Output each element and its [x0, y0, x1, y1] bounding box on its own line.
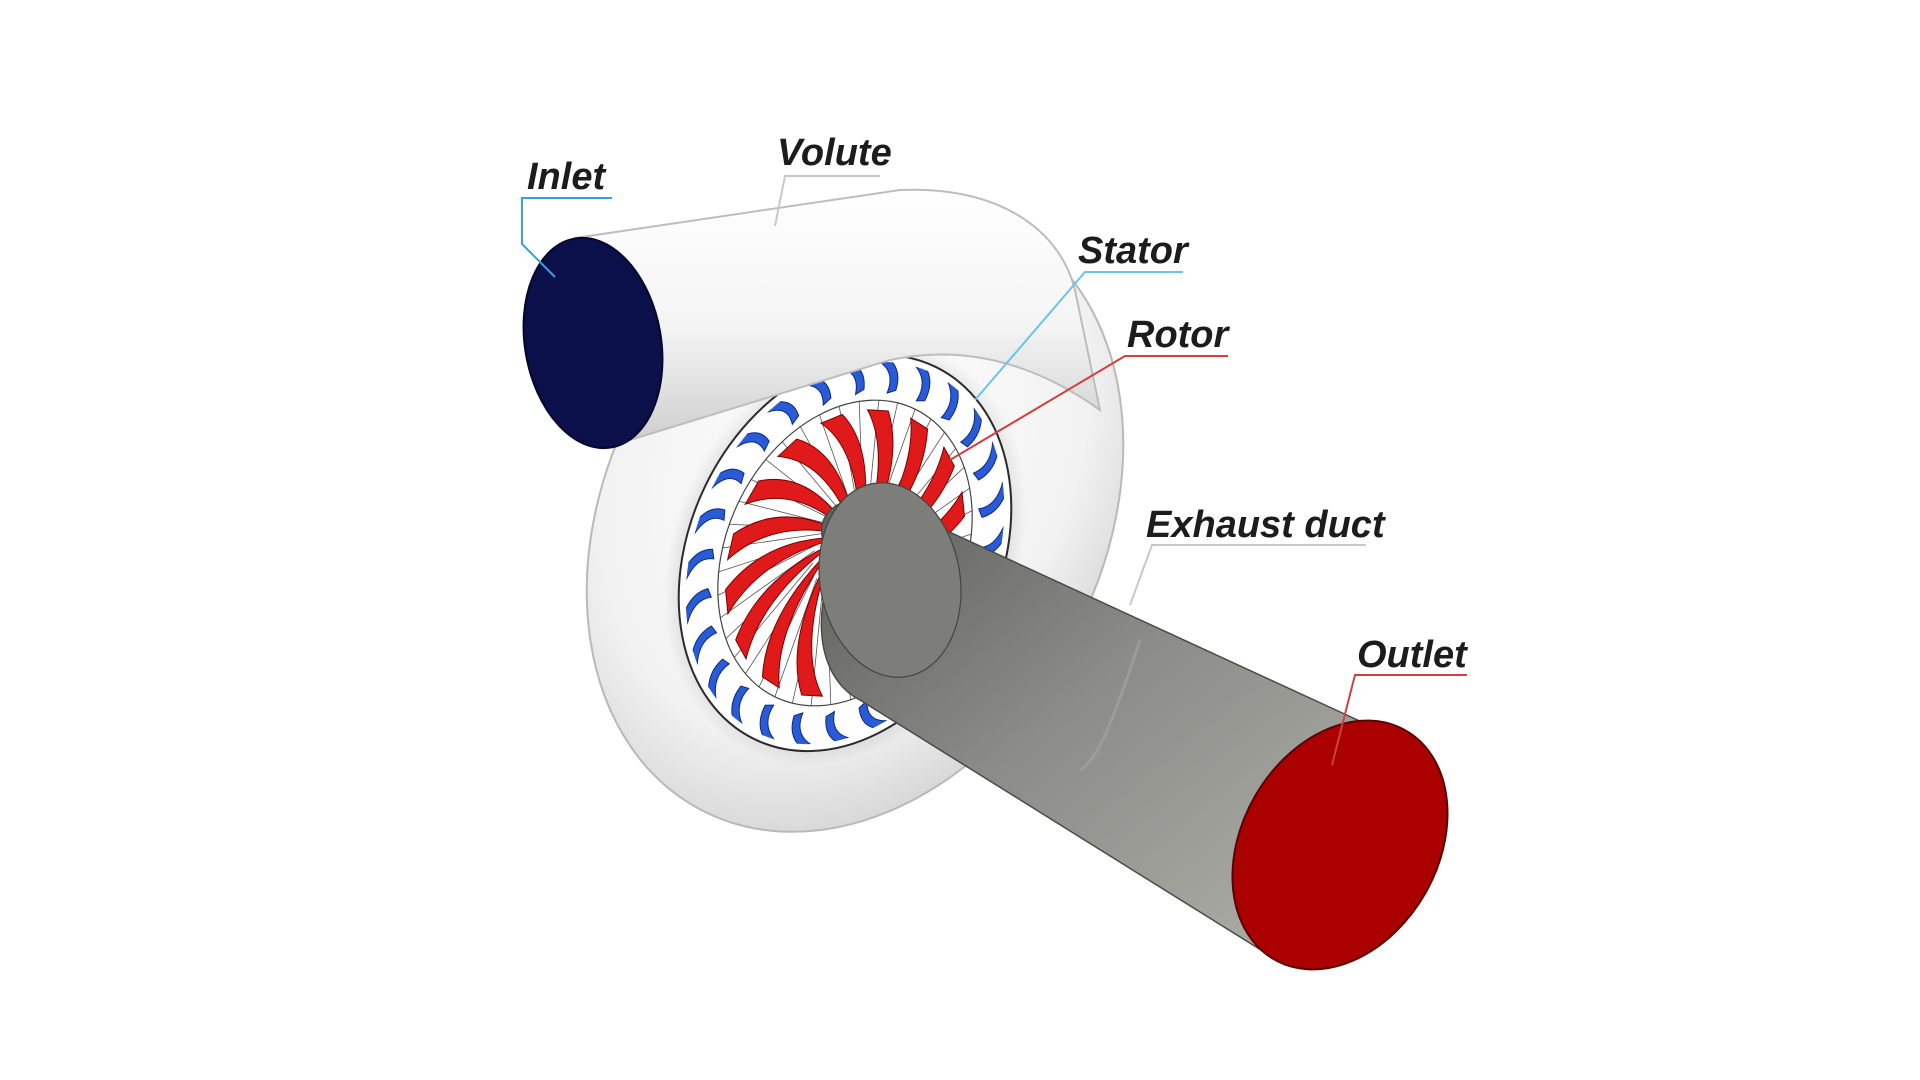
duct-front-rim: [818, 482, 962, 678]
stator-blade: [708, 658, 731, 699]
stator-blade: [878, 357, 899, 394]
leader-outlet: [1331, 674, 1467, 766]
stator-spoke: [774, 578, 818, 697]
stator-blade: [940, 381, 959, 421]
volute-label: Volute: [777, 132, 892, 174]
stator-label: Stator: [1078, 230, 1188, 272]
stator-blade: [825, 710, 850, 745]
outlet-label: Outlet: [1357, 634, 1467, 676]
stator-blade: [694, 508, 726, 535]
stator-blade: [759, 704, 775, 742]
inlet-face: [522, 236, 664, 450]
stator-blade: [731, 685, 750, 725]
outlet-face: [1231, 719, 1449, 971]
stator-blade: [972, 440, 1000, 481]
leader-inlet: [521, 197, 612, 278]
stator-blade: [711, 468, 745, 490]
leader-rotor: [949, 355, 1228, 461]
inlet-label: Inlet: [527, 156, 606, 198]
leader-stator: [974, 271, 1183, 401]
exhaust-duct-label: Exhaust duct: [1146, 504, 1385, 546]
stator-blade: [978, 480, 1008, 518]
stator-blade: [766, 401, 800, 426]
rotor-label: Rotor: [1127, 314, 1229, 356]
leader-volute: [774, 175, 880, 227]
inlet-pipe: [573, 188, 1102, 442]
stator-blade: [915, 364, 931, 402]
stator-blade: [858, 699, 888, 730]
stator-spoke: [738, 500, 831, 525]
stator-blade: [682, 588, 712, 626]
stator-blade: [683, 548, 715, 581]
stator-blade: [791, 712, 812, 749]
stator-blade: [735, 432, 770, 453]
leader-exhaust: [1129, 544, 1366, 606]
stator-spoke: [719, 550, 815, 619]
stator-blade: [959, 407, 982, 448]
stator-blade: [690, 625, 718, 666]
